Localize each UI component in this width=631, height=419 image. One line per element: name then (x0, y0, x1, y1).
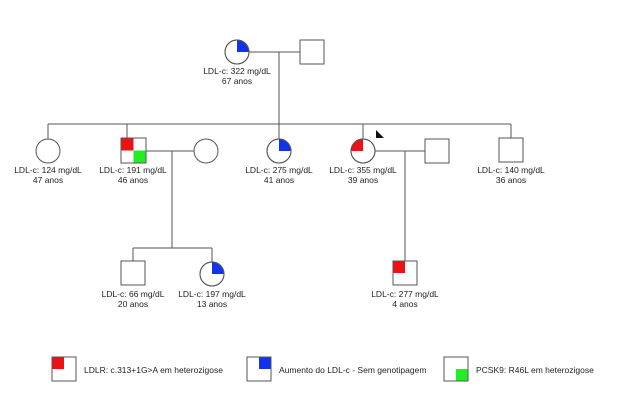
child2-ldl: LDL-c: 191 mg/dL (99, 165, 167, 175)
grandchild1 (120, 260, 146, 286)
grandchild1-age: 20 anos (118, 299, 148, 309)
child5-age: 36 anos (496, 175, 526, 185)
child4 (350, 138, 376, 164)
grandmother (224, 39, 250, 65)
child3-ldl: LDL-c: 275 mg/dL (245, 165, 313, 175)
legend-ldl-up-swatch (246, 356, 272, 382)
legend-pcsk9-swatch (443, 356, 469, 382)
legend-ldlr-swatch (51, 356, 77, 382)
legend: LDLR: c.313+1G>A em heterozigose Aumento… (51, 356, 594, 382)
legend-ldlr-label: LDLR: c.313+1G>A em heterozigose (84, 365, 223, 375)
grandfather (299, 39, 325, 65)
child1 (35, 138, 61, 164)
grandmother-ldl: LDL-c: 322 mg/dL (203, 66, 271, 76)
child1-ldl: LDL-c: 124 mg/dL (14, 165, 82, 175)
pedigree-lines (47, 51, 512, 262)
child3-age: 41 anos (264, 175, 294, 185)
child4-age: 39 anos (348, 175, 378, 185)
legend-ldl-up-label: Aumento do LDL-c - Sem genotipagem (279, 365, 426, 375)
child2 (120, 137, 147, 164)
child2-age: 46 anos (118, 175, 148, 185)
child5-ldl: LDL-c: 140 mg/dL (477, 165, 545, 175)
grandchild2-ldl: LDL-c: 197 mg/dL (178, 289, 246, 299)
grandmother-age: 67 anos (222, 76, 252, 86)
cursor-icon (376, 130, 384, 138)
child2-spouse (193, 138, 219, 164)
child4-ldl: LDL-c: 355 mg/dL (329, 165, 397, 175)
grandchild3-ldl: LDL-c: 277 mg/dL (371, 289, 439, 299)
child1-age: 47 anos (33, 175, 63, 185)
grandchild3-age: 4 anos (392, 299, 418, 309)
child4-spouse (424, 138, 450, 164)
child5 (498, 137, 524, 163)
grandchild3 (392, 260, 418, 286)
grandchild1-ldl: LDL-c: 66 mg/dL (102, 289, 165, 299)
grandchild2 (199, 261, 225, 287)
child3 (266, 138, 292, 164)
legend-pcsk9-label: PCSK9: R46L em heterozigose (476, 365, 594, 375)
grandchild2-age: 13 anos (197, 299, 227, 309)
